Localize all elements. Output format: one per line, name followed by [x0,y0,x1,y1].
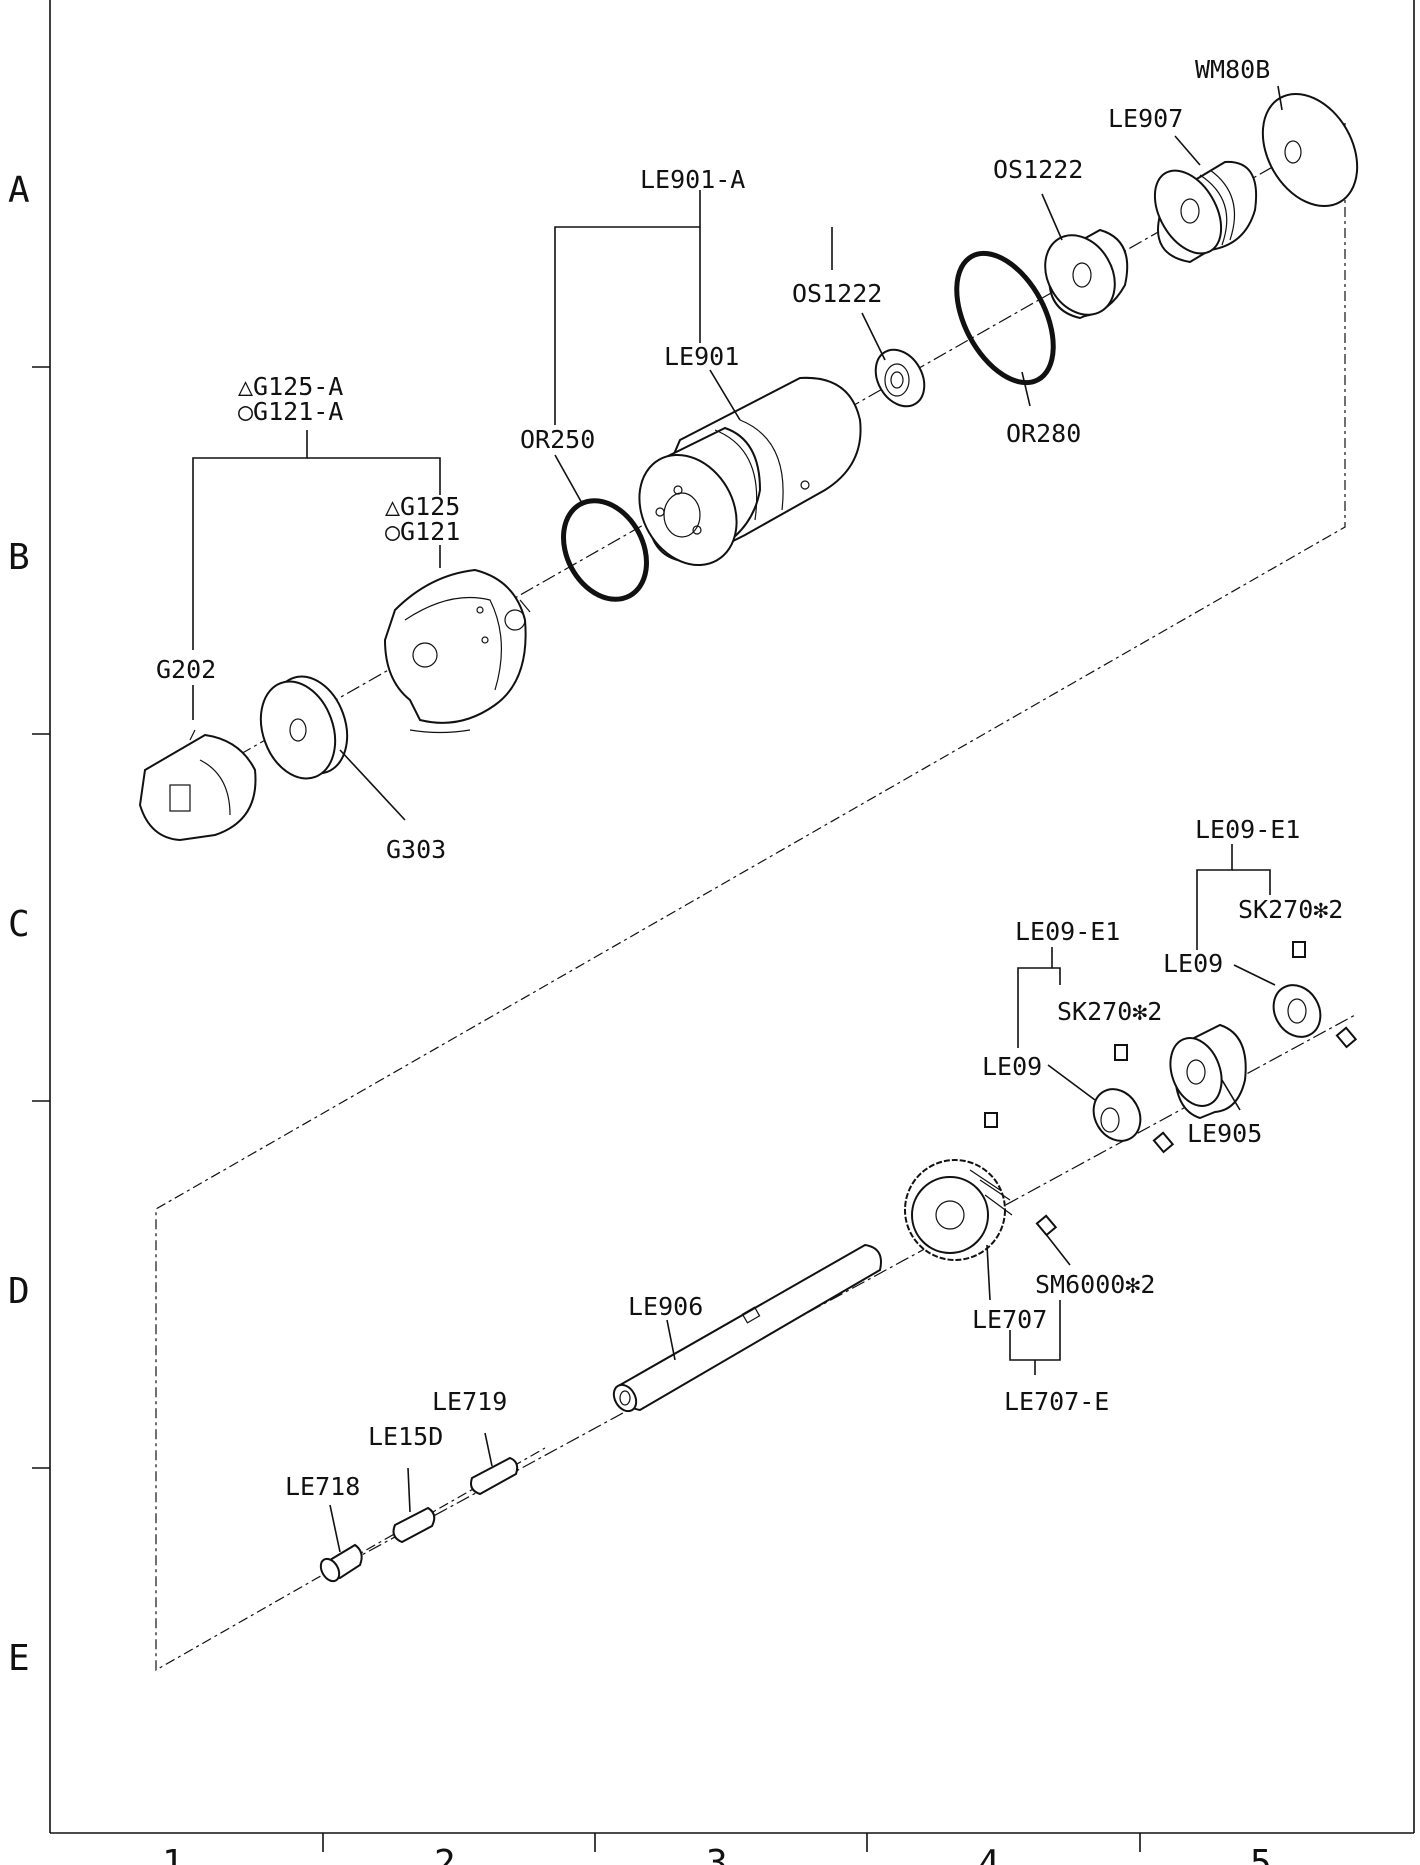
label-le707: LE707 [972,1305,1047,1334]
pin-le719 [470,1456,519,1496]
label-g121a: ○G121-A [238,397,343,426]
bearing-os1222-small [874,348,926,408]
rotary-hook-g125-g121 [383,568,531,734]
column-marker-4: 4 [978,1843,1000,1865]
label-le907: LE907 [1108,104,1183,133]
label-sk270-mid: SK270✻2 [1057,997,1162,1026]
o-ring-or280 [954,250,1056,386]
label-le707e: LE707-E [1004,1387,1109,1416]
column-marker-5: 5 [1250,1843,1272,1865]
collar-le09-mid [1092,1044,1175,1154]
row-markers: A B C D E [8,170,30,1679]
bushing-le905 [1169,1023,1247,1120]
motor-housing-le901 [638,376,862,567]
label-le09e1-right: LE09-E1 [1195,815,1300,844]
shaft-le906 [612,1243,882,1413]
o-ring-or250 [561,498,649,602]
drawing-frame [32,0,1415,1852]
label-sk270-right: SK270✻2 [1238,895,1343,924]
assembly-axes [194,139,1356,1576]
label-le15d: LE15D [368,1422,443,1451]
label-le09e1-mid: LE09-E1 [1015,917,1120,946]
label-or250: OR250 [520,425,595,454]
bobbin-g303 [259,675,349,780]
column-marker-3: 3 [706,1843,728,1865]
label-os1222-mid: OS1222 [792,279,882,308]
label-le901a: LE901-A [640,165,745,194]
label-le09-mid: LE09 [982,1052,1042,1081]
row-marker-e: E [8,1638,30,1679]
row-marker-c: C [8,904,30,945]
row-marker-a: A [8,170,30,211]
collar-le907 [1153,160,1258,264]
screw-le718 [319,1543,363,1583]
label-sm6000: SM6000✻2 [1035,1270,1155,1299]
label-g303: G303 [386,835,446,864]
label-g121: ○G121 [385,517,460,546]
label-le719: LE719 [432,1387,507,1416]
label-os1222-top: OS1222 [993,155,1083,184]
label-g125: △G125 [385,492,460,521]
label-wm80b: WM80B [1195,55,1270,84]
collar-le09-right [1272,941,1358,1049]
column-marker-1: 1 [162,1843,184,1865]
label-le901: LE901 [664,342,739,371]
label-le09-right: LE09 [1163,949,1223,978]
leader-lines [192,85,1283,1553]
bobbin-case-g202 [138,729,257,842]
row-marker-b: B [8,537,30,578]
bearing-os1222-top [1044,228,1129,320]
label-g125a: △G125-A [238,372,343,401]
column-markers: 1 2 3 4 5 [162,1843,1272,1865]
pin-le15d [392,1506,436,1544]
row-marker-d: D [8,1271,30,1312]
washer-wm80b [1261,92,1359,208]
dashed-connector-frame [155,123,1346,1672]
column-marker-2: 2 [434,1843,456,1865]
label-le718: LE718 [285,1472,360,1501]
label-or280: OR280 [1006,419,1081,448]
label-le906: LE906 [628,1292,703,1321]
label-g202: G202 [156,655,216,684]
label-le905: LE905 [1187,1119,1262,1148]
gear-le707 [904,1112,1058,1261]
part-labels: WM80B LE907 OS1222 LE901-A OS1222 LE901 … [156,55,1343,1501]
